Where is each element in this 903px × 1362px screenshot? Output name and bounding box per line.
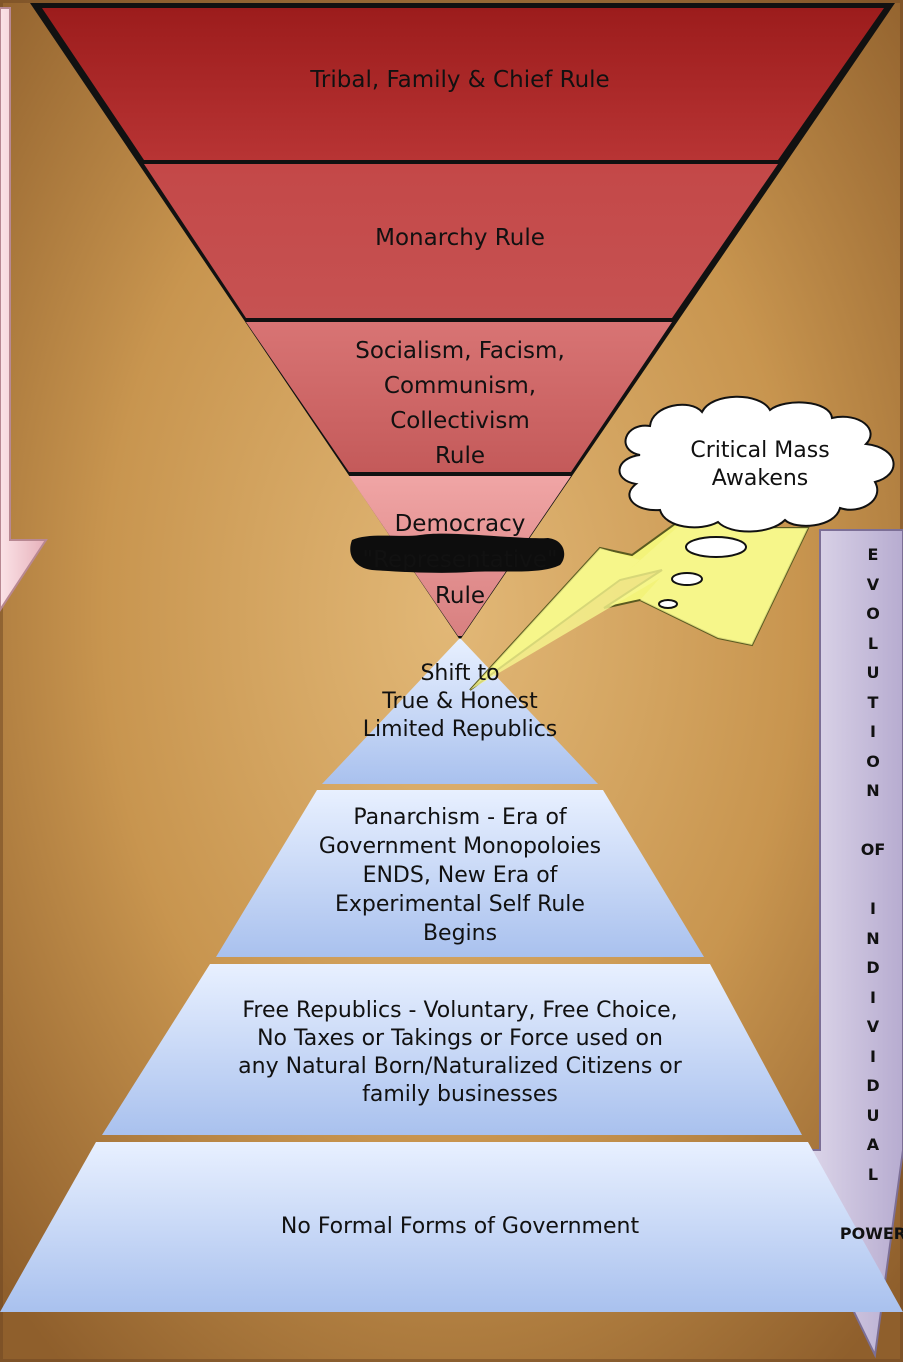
evolution-letter: T: [867, 692, 879, 712]
thought-bubble-small: [658, 599, 678, 609]
tier-monarchy: [144, 164, 778, 318]
evolution-letter: I: [870, 722, 876, 741]
evolution-letter: A: [866, 1135, 880, 1154]
evolution-letter: OF: [860, 840, 886, 859]
tier-label-panarchism: Panarchism - Era of Government Monopoloi…: [318, 805, 602, 946]
thought-bubble-large: [685, 536, 747, 558]
tier-label-no-government: No Formal Forms of Government: [280, 1214, 640, 1239]
evolution-letter: V: [866, 574, 880, 594]
tier-socialism: [246, 322, 672, 472]
tier-free-republics: [102, 964, 802, 1135]
tier-label-democracy: Democracy "Representative" Rule: [362, 511, 558, 609]
evolution-letter: I: [870, 987, 876, 1007]
left-arrow: [0, 7, 48, 612]
evolution-letter: L: [867, 1164, 879, 1184]
evolution-letter: N: [866, 928, 880, 948]
thought-cloud: [618, 395, 895, 533]
thought-cloud-text: Critical Mass Awakens: [690, 438, 830, 491]
evolution-letter: D: [866, 1076, 880, 1095]
evolution-letter: U: [866, 663, 880, 682]
evolution-letter: [818, 1189, 903, 1219]
ink-blot: [350, 533, 565, 573]
tier-label-monarchy: Monarchy Rule: [375, 225, 545, 251]
tier-label-free-republics: Free Republics - Voluntary, Free Choice,…: [238, 998, 682, 1107]
tier-label-socialism: Socialism, Facism, Communism, Collectivi…: [355, 338, 565, 469]
tier-tribal: [42, 8, 884, 160]
thought-bubble-medium: [671, 572, 703, 586]
evolution-letter: N: [866, 781, 880, 800]
evolution-letter: [818, 806, 903, 836]
evolution-letter: O: [866, 751, 880, 771]
evolution-arrow-shape: [773, 529, 903, 1359]
evolution-letter: E: [867, 545, 879, 564]
evolution-letter: O: [866, 604, 880, 623]
evolution-letter: V: [866, 1017, 880, 1036]
evolution-letter: D: [866, 958, 880, 977]
tier-label-shift: Shift to True & Honest Limited Republics: [362, 661, 558, 742]
evolution-letter: [818, 865, 903, 895]
evolution-letter: U: [866, 1105, 880, 1125]
tier-label-tribal: Tribal, Family & Chief Rule: [310, 67, 610, 93]
inverted-pyramid-outline: [30, 3, 895, 640]
tier-shift: [322, 638, 598, 784]
evolution-letter: I: [870, 1046, 876, 1066]
evolution-letter: POWER: [839, 1223, 903, 1243]
evolution-letter: L: [867, 633, 879, 653]
tier-no-government: [0, 1142, 903, 1312]
tier-panarchism: [216, 790, 704, 957]
evolution-letter: I: [870, 899, 876, 918]
